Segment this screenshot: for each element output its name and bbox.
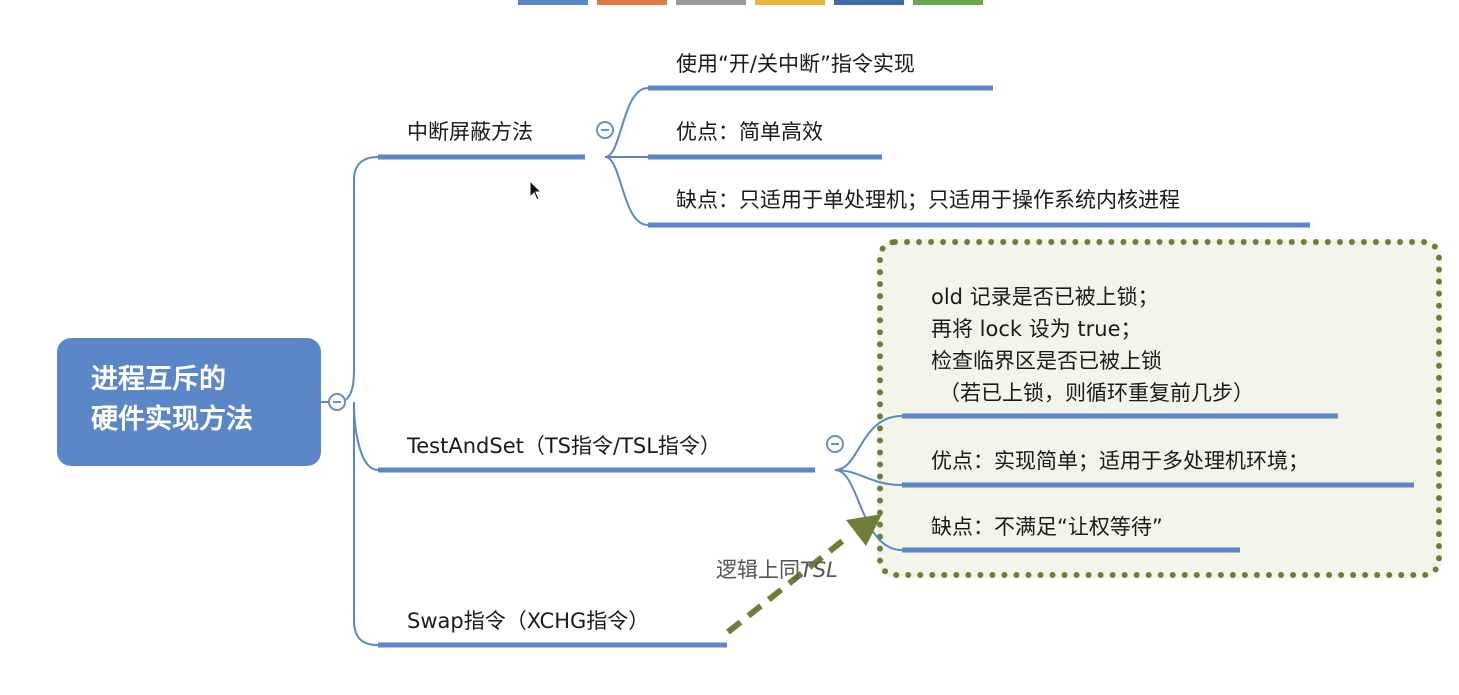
tsl-step-1: old 记录是否已被上锁； [931,285,1159,309]
tsl-note-box [877,239,1442,578]
branch-tsl-label[interactable]: TestAndSet（TS指令/TSL指令） [407,434,721,458]
tsl-steps[interactable]: old 记录是否已被上锁； 再将 lock 设为 true； 检查临界区是否已被… [931,281,1254,409]
top-tab-3[interactable] [676,0,746,5]
branch-interrupt-label[interactable]: 中断屏蔽方法 [407,120,533,144]
root-node[interactable]: 进程互斥的 硬件实现方法 [57,338,321,466]
tsl-step-2: 再将 lock 设为 true； [931,317,1142,341]
branch-swap-label[interactable]: Swap指令（XCHG指令） [407,609,650,633]
root-title-line1: 进程互斥的 [91,364,226,395]
arrow-icon [726,514,882,635]
mouse-cursor-icon [529,180,543,201]
root-title-line2: 硬件实现方法 [91,404,253,435]
top-tab-6[interactable] [913,0,983,5]
top-tab-4[interactable] [755,0,825,5]
top-tab-2[interactable] [597,0,667,5]
root-collapse-icon[interactable] [328,393,346,411]
tsl-pros[interactable]: 优点：实现简单；适用于多处理机环境； [931,449,1309,473]
interrupt-child-1[interactable]: 使用“开/关中断”指令实现 [676,52,915,76]
tsl-step-4: （若已上锁，则循环重复前几步） [939,381,1254,405]
interrupt-child-3[interactable]: 缺点：只适用于单处理机；只适用于操作系统内核进程 [676,188,1180,212]
tsl-cons[interactable]: 缺点：不满足“让权等待” [931,515,1163,539]
swap-relation-prefix: 逻辑上同 [716,558,800,582]
tsl-step-3: 检查临界区是否已被上锁 [931,349,1162,373]
tsl-collapse-icon[interactable] [826,435,844,453]
swap-relation-note: 逻辑上同TSL [716,554,838,584]
swap-relation-suffix: TSL [800,558,838,582]
interrupt-child-2[interactable]: 优点：简单高效 [676,120,823,144]
top-tab-1[interactable] [518,0,588,5]
top-tab-5[interactable] [834,0,904,5]
interrupt-collapse-icon[interactable] [596,121,614,139]
